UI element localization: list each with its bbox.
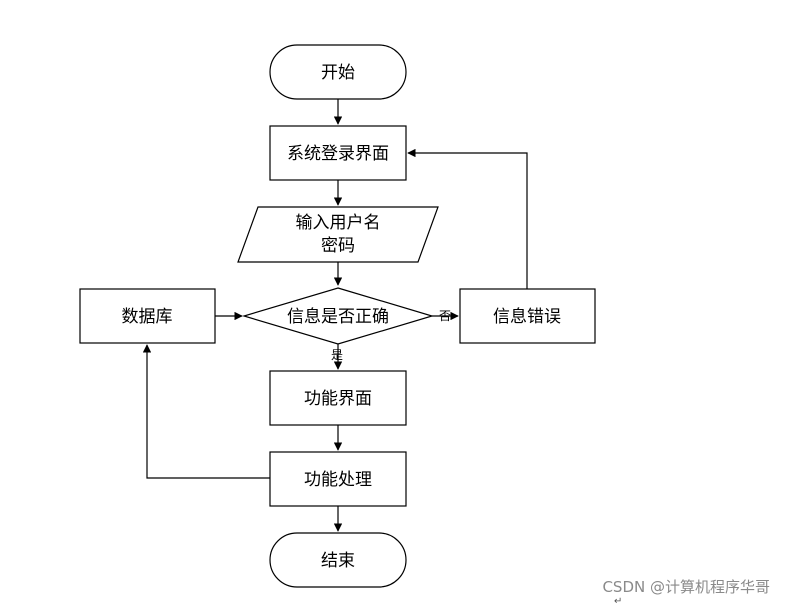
end-terminal (269, 532, 407, 588)
input-parallelogram (237, 206, 439, 263)
function-screen-label: 功能界面 (304, 389, 372, 409)
paragraph-mark: ↵ (614, 596, 622, 607)
end-label: 结束 (321, 551, 355, 571)
login-screen-label: 系统登录界面 (287, 144, 389, 164)
function-process-label: 功能处理 (304, 470, 372, 490)
start-label: 开始 (321, 63, 355, 83)
error-label: 信息错误 (493, 307, 561, 327)
login-screen-box (269, 125, 407, 181)
input-label-line1: 输入用户名 (296, 213, 381, 233)
watermark-text: CSDN @计算机程序华哥 (602, 578, 770, 596)
function-screen-box (269, 370, 407, 426)
database-label: 数据库 (122, 307, 173, 327)
arrow-process-to-database (142, 344, 270, 479)
arrow-error-to-login (407, 148, 528, 289)
yes-label: 是 (331, 348, 343, 362)
input-label-line2: 密码 (321, 236, 355, 256)
no-label: 否 (439, 309, 451, 323)
error-box (459, 288, 596, 344)
database-box (79, 288, 216, 344)
decision-label: 信息是否正确 (287, 307, 389, 327)
